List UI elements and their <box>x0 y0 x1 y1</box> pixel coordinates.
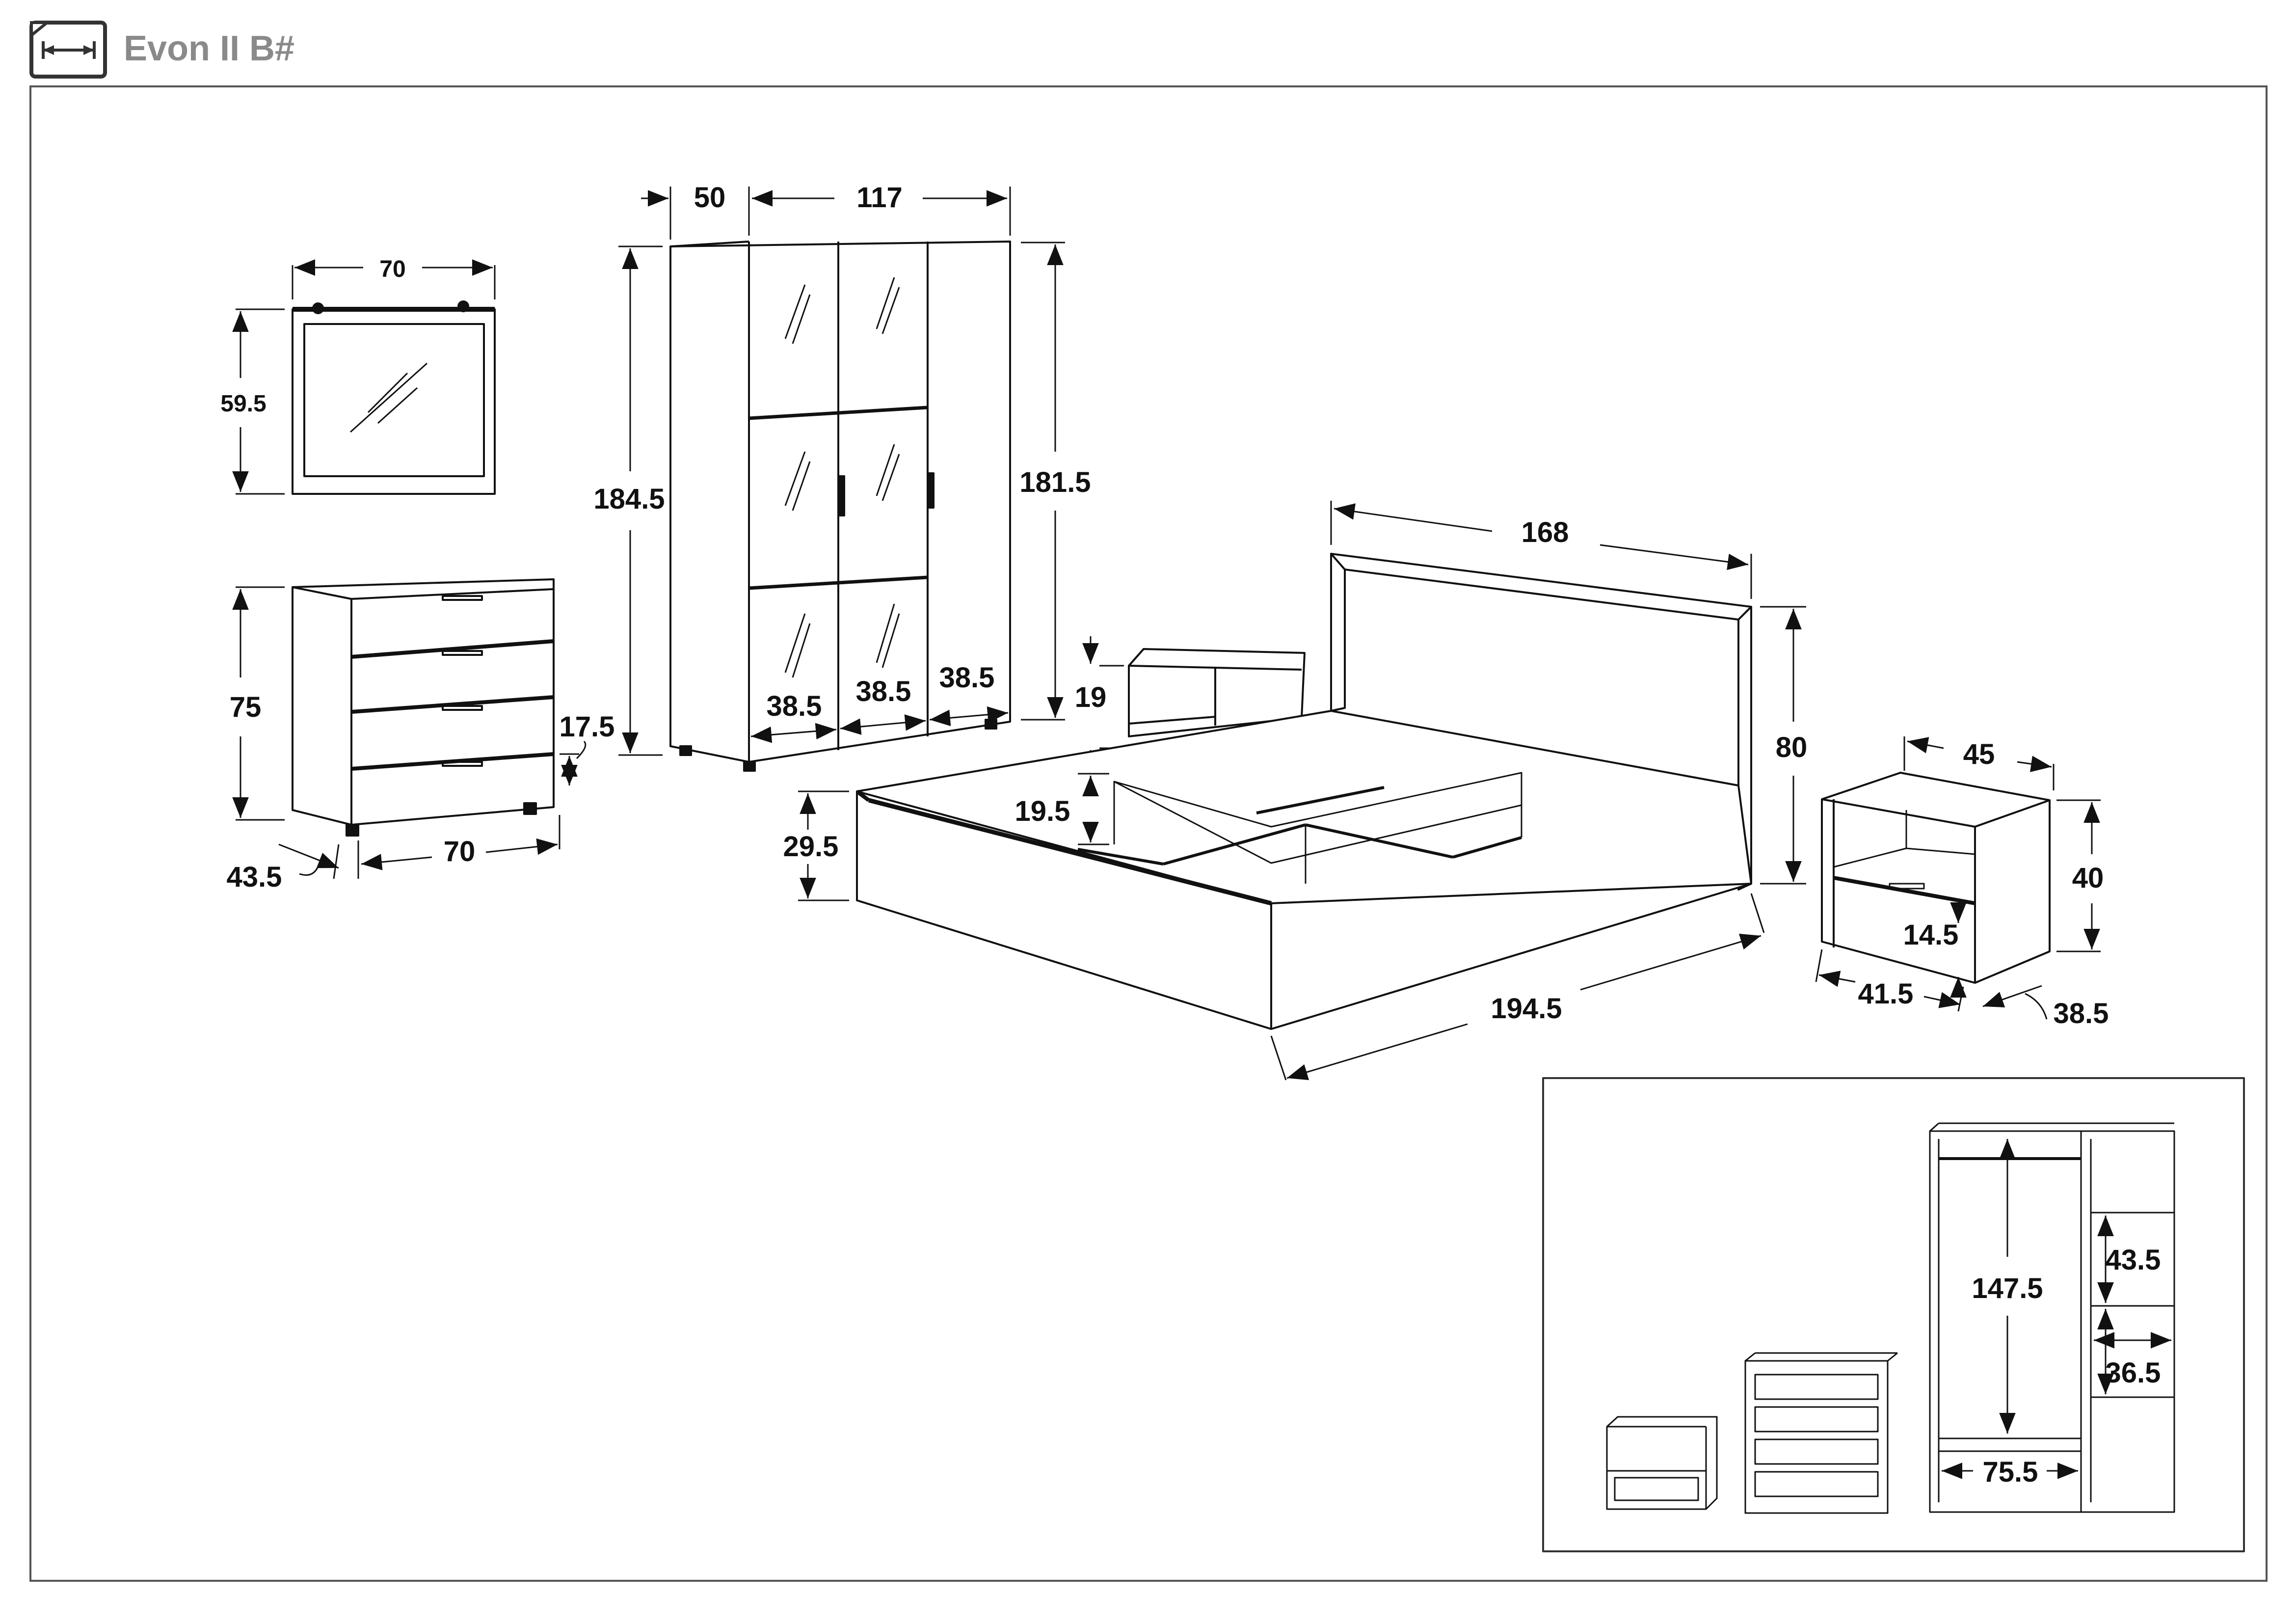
nightstand-right-depth-1-label: 41.5 <box>1858 978 1914 1010</box>
drawing-frame <box>29 85 2268 1582</box>
interior-hanging-width-label: 75.5 <box>1983 1456 2038 1488</box>
bed-width-label: 168 <box>1522 516 1569 548</box>
bed-frame-height-label: 29.5 <box>783 831 839 863</box>
dimension-labels: 70 59.5 75 17.5 43.5 70 50 117 184.5 181… <box>220 182 2161 1488</box>
bed-headboard-height-label: 80 <box>1776 731 1808 763</box>
interior-shelf-2-label: 36.5 <box>2106 1357 2161 1389</box>
bed-length-label: 194.5 <box>1491 993 1562 1025</box>
mirror-width-label: 70 <box>379 256 405 282</box>
dresser <box>232 578 587 879</box>
wardrobe-depth-label: 50 <box>694 182 726 214</box>
nightstand-left-height-label: 19 <box>1075 681 1107 713</box>
wardrobe-inner-height-label: 181.5 <box>1019 466 1091 498</box>
wardrobe-door-1-label: 38.5 <box>767 690 822 722</box>
nightstand-right-width-label: 45 <box>1963 738 1995 770</box>
interior-hanging-height-label: 147.5 <box>1972 1272 2043 1304</box>
bed-inner-depth-label: 19.5 <box>1015 795 1070 827</box>
wardrobe <box>618 187 1065 772</box>
dresser-height-label: 75 <box>230 691 262 723</box>
wardrobe-width-label: 117 <box>856 182 903 214</box>
dresser-depth-label: 43.5 <box>227 861 282 893</box>
wardrobe-door-3-label: 38.5 <box>939 662 995 694</box>
nightstand-right-height-label: 40 <box>2072 862 2104 894</box>
wardrobe-height-label: 184.5 <box>593 483 665 515</box>
nightstand-right <box>1815 736 2101 1020</box>
dresser-foot-label: 17.5 <box>560 711 615 743</box>
wardrobe-door-2-label: 38.5 <box>856 676 911 707</box>
mirror-height-label: 59.5 <box>220 391 266 417</box>
nightstand-right-depth-2-label: 38.5 <box>2054 998 2109 1029</box>
width-arrow-icon <box>29 21 107 79</box>
interior-inset <box>1542 1077 2245 1552</box>
dresser-width-label: 70 <box>444 836 476 867</box>
nightstand-right-drawer-label: 14.5 <box>1903 919 1959 951</box>
bed <box>798 501 1806 1081</box>
interior-shelf-1-label: 43.5 <box>2106 1244 2161 1276</box>
mirror <box>232 259 496 495</box>
page-title: Evon II B# <box>124 29 295 68</box>
